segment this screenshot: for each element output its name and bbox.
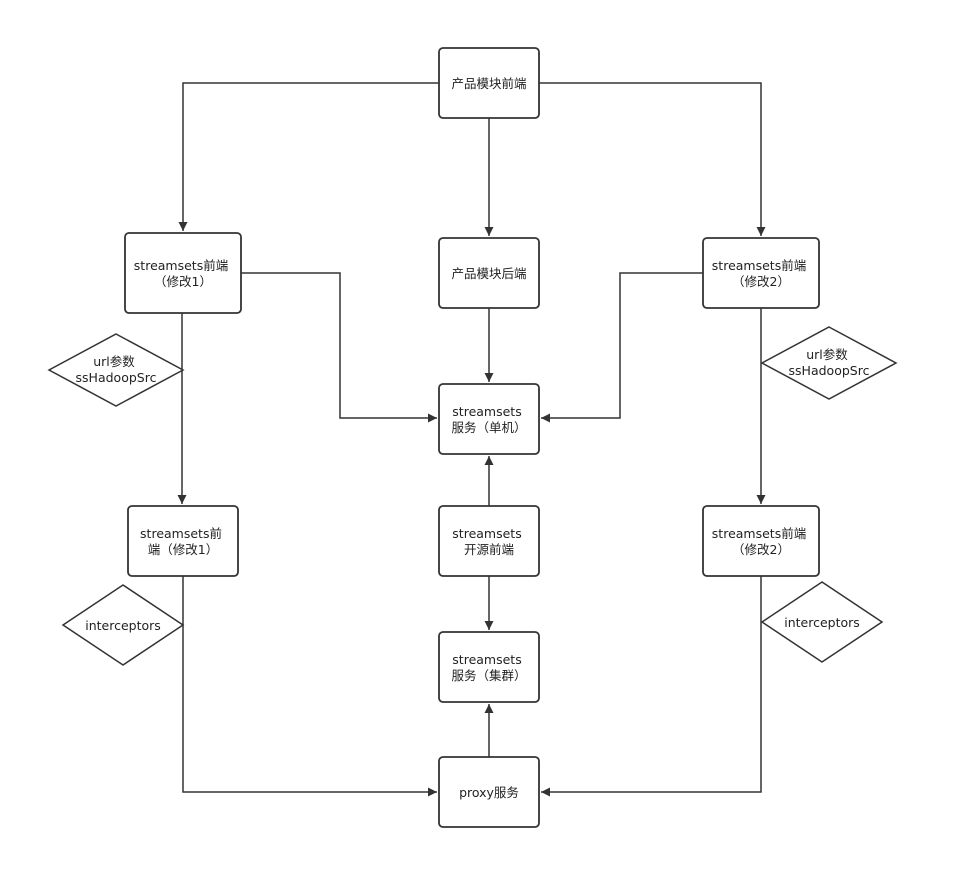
node-label: streamsets 服务（集群） bbox=[451, 652, 526, 683]
node-label: streamsets前端 （修改1） bbox=[134, 258, 232, 289]
node-label: streamsets前 端（修改1） bbox=[140, 526, 226, 557]
node-ss-frontend-mod2-bottom[interactable]: streamsets前端 （修改2） bbox=[702, 505, 820, 577]
edge-ss-frontend-mod1-to-ss-service-single bbox=[241, 272, 437, 423]
node-ss-opensource-frontend[interactable]: streamsets 开源前端 bbox=[438, 505, 540, 577]
diamond-label: url参数 ssHadoopSrc bbox=[76, 354, 157, 385]
node-ss-service-cluster[interactable]: streamsets 服务（集群） bbox=[438, 631, 540, 703]
edge-ss-frontend-mod2-to-ss-service-single bbox=[541, 272, 703, 423]
node-product-backend[interactable]: 产品模块后端 bbox=[438, 237, 540, 309]
edge-product-frontend-to-ss-frontend-mod2 bbox=[539, 82, 766, 236]
node-label: streamsets 开源前端 bbox=[452, 526, 525, 557]
node-label: streamsets 服务（单机） bbox=[451, 404, 526, 435]
edges bbox=[177, 82, 766, 797]
diamond-url-param-left[interactable]: url参数 ssHadoopSrc bbox=[47, 333, 185, 407]
node-proxy-service[interactable]: proxy服务 bbox=[438, 756, 540, 828]
edge-ss-frontend-mod2-bottom-to-proxy bbox=[541, 576, 762, 797]
node-label: 产品模块前端 bbox=[451, 76, 526, 91]
node-label: streamsets前端 （修改2） bbox=[712, 526, 810, 557]
edge-product-frontend-to-ss-frontend-mod1 bbox=[178, 82, 439, 231]
node-ss-frontend-mod2-top[interactable]: streamsets前端 （修改2） bbox=[702, 237, 820, 309]
node-ss-service-single[interactable]: streamsets 服务（单机） bbox=[438, 383, 540, 455]
diamond-interceptors-left[interactable]: interceptors bbox=[61, 584, 185, 666]
node-ss-frontend-mod1-bottom[interactable]: streamsets前 端（修改1） bbox=[127, 505, 239, 577]
node-label: 产品模块后端 bbox=[451, 266, 526, 281]
diamond-label: url参数 ssHadoopSrc bbox=[789, 347, 870, 378]
node-ss-frontend-mod1-top[interactable]: streamsets前端 （修改1） bbox=[124, 232, 242, 314]
edge-ss-frontend-mod1-bottom-to-proxy bbox=[182, 576, 437, 797]
diamond-label: interceptors bbox=[784, 615, 860, 630]
node-product-frontend[interactable]: 产品模块前端 bbox=[438, 47, 540, 119]
diamond-interceptors-right[interactable]: interceptors bbox=[760, 581, 884, 663]
node-label: proxy服务 bbox=[459, 785, 519, 800]
diamond-label: interceptors bbox=[85, 618, 161, 633]
node-label: streamsets前端 （修改2） bbox=[712, 258, 810, 289]
diamond-url-param-right[interactable]: url参数 ssHadoopSrc bbox=[760, 326, 898, 400]
